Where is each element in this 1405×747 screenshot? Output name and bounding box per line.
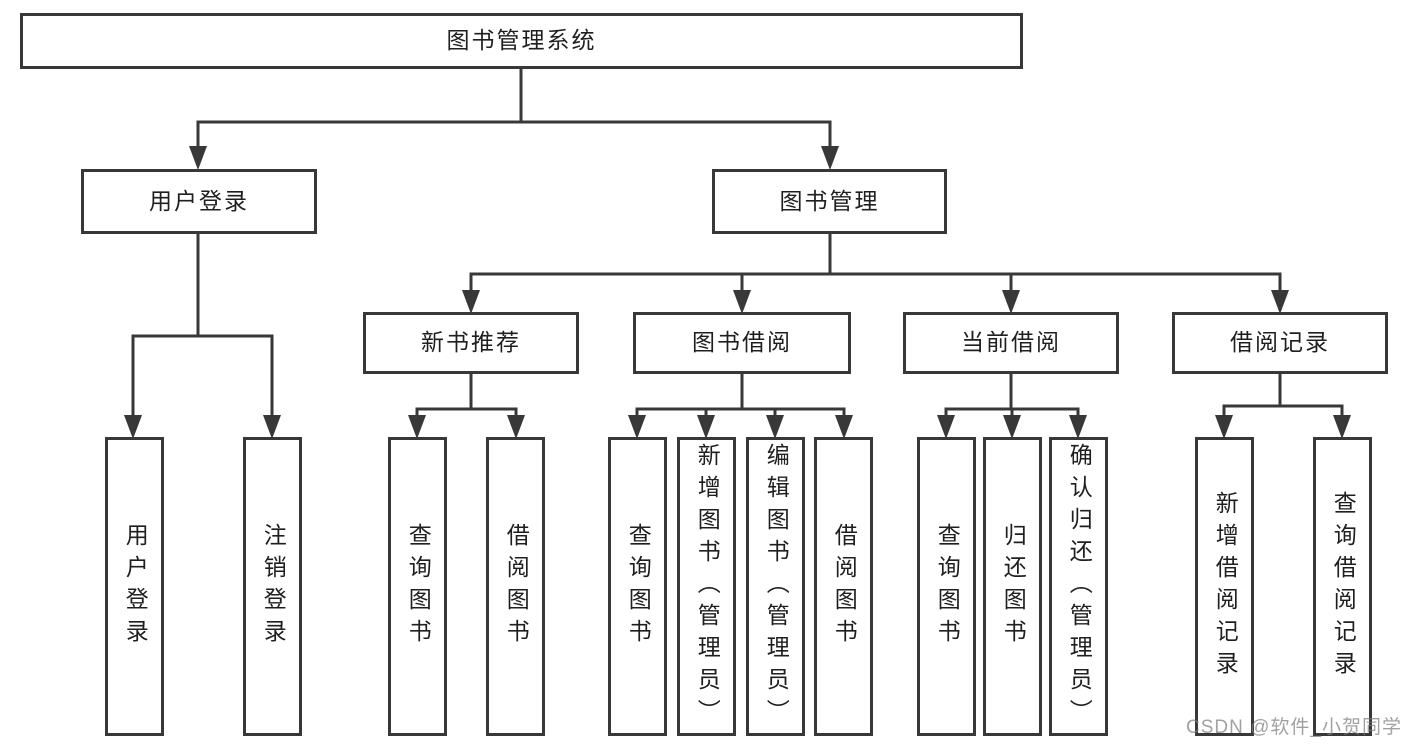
arrowhead [1271,290,1289,314]
connector-borrow-records-to-leaves [1222,372,1344,420]
arrowhead [263,415,281,439]
leaf-current-query-books: 查询图书 [917,437,976,736]
arrowhead [1003,415,1021,439]
csdn-watermark: CSDN @软件_小贺同学 [1186,717,1402,738]
leaf-user-login: 用户登录 [105,437,164,736]
connector-book-borrow-to-leaves [635,372,846,420]
arrowhead [733,290,751,314]
arrowhead [821,146,839,170]
arrowhead [189,146,207,170]
node-current-borrow: 当前借阅 [903,312,1119,374]
leaf-borrow-borrow-books: 借阅图书 [814,437,873,736]
leaf-records-add-borrow-record: 新增借阅记录 [1195,437,1254,736]
node-user-login: 用户登录 [81,169,317,234]
arrowhead [462,290,480,314]
arrowhead [835,415,853,439]
arrowhead [1002,290,1020,314]
leaf-recommend-query-books: 查询图书 [388,437,447,736]
connector-current-borrow-to-leaves [944,372,1080,420]
leaf-logout: 注销登录 [243,437,302,736]
leaf-borrow-edit-books-admin: 编辑图书（管理员） [746,437,805,736]
arrowhead [628,415,646,439]
node-borrow-records: 借阅记录 [1172,312,1388,374]
arrowhead [124,415,142,439]
arrowhead [766,415,784,439]
leaf-borrow-query-books: 查询图书 [608,437,667,736]
leaf-records-query-borrow-record: 查询借阅记录 [1313,437,1372,736]
connector-new-book-recommend-to-leaves [415,372,518,420]
connector-root-to-level1 [196,67,832,152]
arrowhead [507,415,525,439]
leaf-current-confirm-return-admin: 确认归还（管理员） [1049,437,1108,736]
node-library-management-system: 图书管理系统 [20,13,1023,69]
arrowhead [1215,415,1233,439]
leaf-borrow-add-books-admin: 新增图书（管理员） [677,437,736,736]
leaf-current-return-books: 归还图书 [983,437,1042,736]
arrowhead [408,415,426,439]
connector-book-management-to-level2 [469,231,1282,294]
leaf-recommend-borrow-books: 借阅图书 [486,437,545,736]
arrowhead [1333,415,1351,439]
node-book-borrow: 图书借阅 [633,312,851,374]
connector-user-login-to-leaves [131,231,274,420]
node-new-book-recommend: 新书推荐 [363,312,579,374]
node-book-management: 图书管理 [712,169,947,234]
arrowhead [697,415,715,439]
arrowhead [937,415,955,439]
arrowhead [1069,415,1087,439]
